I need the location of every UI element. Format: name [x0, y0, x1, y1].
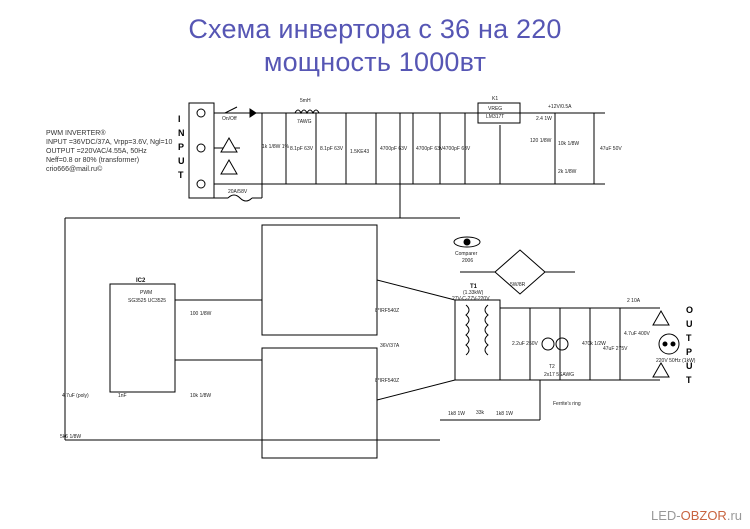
note-line: PWM INVERTER® [46, 130, 106, 137]
watermark: LED-OBZOR.ru [651, 508, 742, 523]
switch-label: On/Off [222, 116, 237, 122]
r-10k-label: 10k 1/8W [558, 141, 579, 147]
c-2x17-label: 2x17 5SAWG [544, 372, 574, 378]
r-33k-label: 33k [476, 410, 485, 416]
output-letter: T [686, 333, 692, 343]
t2-label: T2 [549, 364, 555, 370]
r-120-label: 120 1/8W [530, 138, 552, 144]
watermark-brand: OBZOR [680, 508, 727, 523]
output-letter: P [686, 347, 692, 357]
c-47b-label: 47uF 275V [603, 346, 628, 352]
output-letter: O [686, 305, 693, 315]
input-letter: I [178, 114, 181, 124]
c-4700b-label: 4700pF 63V [416, 146, 444, 152]
c-10k-label: 10k 1/8W [190, 393, 211, 399]
c-4-7-label: 4.7uF 400V [624, 331, 651, 337]
note-line: crio666@mail.ru© [46, 166, 103, 173]
spec-notes: PWM INVERTER® INPUT =36VDC/37A, Vrpp=3.6V… [46, 129, 172, 174]
output-letter: U [686, 319, 693, 329]
fuse-out-label: 2 10A [627, 298, 641, 304]
c-2-2-label: 2.2uF 250V [512, 341, 539, 347]
r-2k-label: 2k 1/8W [558, 169, 577, 175]
k1-label: K1 [492, 96, 498, 102]
fuse-in-label: 20A/58V [228, 189, 248, 195]
c-1k-label: 1k 1/8W 1% [262, 144, 290, 150]
output-letter: T [686, 375, 692, 385]
r-1k8b-label: 1k8 1W [496, 411, 513, 417]
pwm-label: PWM [140, 290, 152, 296]
t1-ratio-label: 27V-C-27V-220V [452, 296, 490, 302]
c-4700c-label: 4700pF 63V [443, 146, 471, 152]
plus12-label: +12V/0.5A [548, 104, 572, 110]
c-8-1-label: 8.1pF 63V [290, 146, 314, 152]
c-100-label: 100 1/8W [190, 311, 212, 317]
watermark-prefix: LED- [650, 508, 681, 523]
mosfet-bottom-label: 8*IRF540Z [375, 378, 399, 384]
tvs-label: 1.5KE43 [350, 149, 369, 155]
page-subtitle: мощность 1000вт [263, 47, 487, 77]
ac-out-label: 220V 50Hz (1kW) [656, 358, 696, 364]
c-4700-label: 4700pF 63V [380, 146, 408, 152]
c-47-label: 47uF 50V [600, 146, 622, 152]
c-4-7uf-label: 4.7uF (poly) [62, 393, 89, 399]
t1-spec-label: (1.33kW) [463, 290, 484, 296]
t1-label: T1 [470, 284, 478, 290]
page-title: Схема инвертора с 36 на 220 [188, 14, 562, 44]
comparer-label: Comparer [455, 251, 478, 257]
note-line: Neff=0.8 or 80% (transformer) [46, 157, 140, 164]
input-letter: N [178, 128, 185, 138]
sg3525-label: SG3525 UC3525 [128, 298, 166, 304]
v36-label: 36V/37A [380, 343, 400, 349]
c-5k6-label: 5k6 1/8W [60, 434, 81, 440]
choke-label: 5mH [300, 98, 311, 104]
ic2-label: IC2 [136, 278, 146, 284]
mosfet-top-label: 8*IRF540Z [375, 308, 399, 314]
note-line: INPUT =36VDC/37A, Vrpp=3.6V, Ngl=10 [46, 139, 173, 146]
c-1n-label: 1nF [118, 393, 127, 399]
vreg-label: VREG [488, 106, 502, 112]
output-letter: U [686, 361, 693, 371]
c-470-label: 470k 1/2W [582, 341, 606, 347]
choke-awg-label: 7AWG [297, 119, 312, 125]
year-label: 2006 [462, 258, 473, 264]
r-1k8-label: 1k8 1W [448, 411, 465, 417]
r-2-4k-label: 2.4 1W [536, 116, 552, 122]
input-letter: P [178, 142, 184, 152]
bridge-label: 5W/8R [510, 282, 526, 288]
watermark-suffix: .ru [726, 508, 742, 523]
ferrite-label: Ferrite's ring [553, 401, 581, 407]
note-line: OUTPUT =220VAC/4.55A, 50Hz [46, 148, 147, 155]
c-8-1b-label: 8.1pF 63V [320, 146, 344, 152]
lm317-label: LM317T [486, 114, 504, 120]
input-letter: T [178, 170, 184, 180]
input-letter: U [178, 156, 185, 166]
